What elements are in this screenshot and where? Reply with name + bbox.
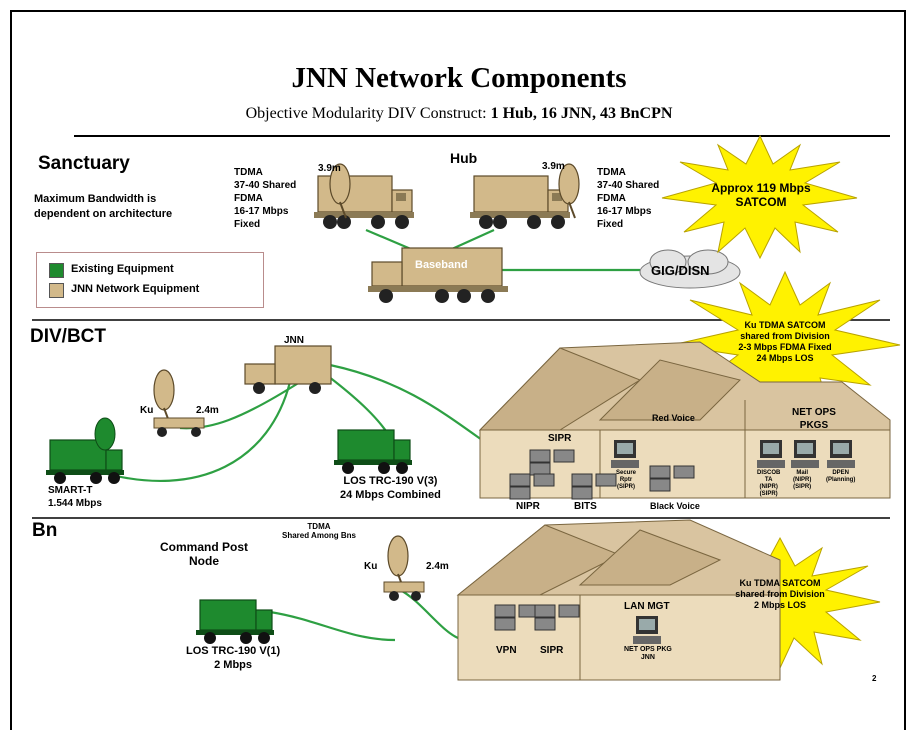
net-ops-pc-3-icon <box>827 440 855 468</box>
net-ops-pc-2-icon <box>791 440 819 468</box>
bn-tent-sipr-label: SIPR <box>540 645 564 656</box>
los-v3-label: LOS TRC-190 V(3)24 Mbps Combined <box>340 475 441 501</box>
legend-swatch-jnn <box>49 283 64 298</box>
section-bn: Bn <box>32 520 58 541</box>
hub-truck-right <box>469 175 571 230</box>
tent-nipr-label: NIPR <box>516 501 540 512</box>
div-tent <box>478 341 891 499</box>
tent-bits-label: BITS <box>574 501 597 512</box>
gig-disn-label: GIG/DISN <box>651 263 710 278</box>
page-number: 2 <box>872 674 877 683</box>
gig-disn-cloud <box>639 249 741 289</box>
section-sanctuary: Sanctuary <box>38 153 130 174</box>
smart-t-vehicle <box>45 417 125 485</box>
section-div-bct: DIV/BCT <box>30 326 106 347</box>
bandwidth-note-line2: dependent on architecture <box>34 208 173 220</box>
dish-size-bn: 2.4m <box>426 561 449 572</box>
ku-label-bn: Ku <box>364 561 378 572</box>
jnn-truck <box>244 345 332 394</box>
hub-dish-left-size: 3.9m <box>318 163 341 174</box>
tent-red-voice-label: Red Voice <box>652 413 695 423</box>
hub-label: Hub <box>450 150 478 166</box>
secure-rptr-pc-icon <box>611 440 639 468</box>
los-v1-label: LOS TRC-190 V(1)2 Mbps <box>186 645 281 671</box>
net-ops-pc-1-icon <box>757 440 785 468</box>
dish-size-div: 2.4m <box>196 405 219 416</box>
legend-existing-label: Existing Equipment <box>71 263 174 275</box>
bn-tent-vpn-label: VPN <box>496 645 517 656</box>
los-trc-190-v1-truck <box>195 599 275 645</box>
net-ops-pkg2-label: Mail(NIPR)(SIPR) <box>793 470 812 490</box>
bandwidth-note-line1: Maximum Bandwidth is <box>34 193 157 205</box>
ku-dish-trailer-bn <box>383 535 425 601</box>
baseband-truck <box>368 247 508 303</box>
ku-dish-trailer-div <box>153 369 205 437</box>
baseband-label: Baseband <box>415 259 468 271</box>
legend: Existing Equipment JNN Network Equipment <box>36 252 264 308</box>
legend-swatch-existing <box>49 263 64 278</box>
los-trc-190-v3-truck <box>333 429 413 475</box>
ku-label-div: Ku <box>140 405 154 416</box>
net-ops-pkg3-label: DPEN(Planning) <box>826 470 856 483</box>
tent-sipr-label: SIPR <box>548 433 572 444</box>
jnn-label: JNN <box>284 335 305 346</box>
subtitle: Objective Modularity DIV Construct: 1 Hu… <box>245 105 673 122</box>
page-title: JNN Network Components <box>291 62 627 94</box>
tent-black-voice-label: Black Voice <box>650 501 700 511</box>
lan-mgt-pc-icon <box>633 616 661 644</box>
bn-tent <box>456 519 781 681</box>
legend-jnn-label: JNN Network Equipment <box>71 283 200 295</box>
bn-tent-lan-mgt-label: LAN MGT <box>624 601 670 612</box>
hub-satcom-burst <box>661 134 858 260</box>
hub-truck-left <box>313 175 415 230</box>
hub-dish-right-size: 3.9m <box>542 161 565 172</box>
